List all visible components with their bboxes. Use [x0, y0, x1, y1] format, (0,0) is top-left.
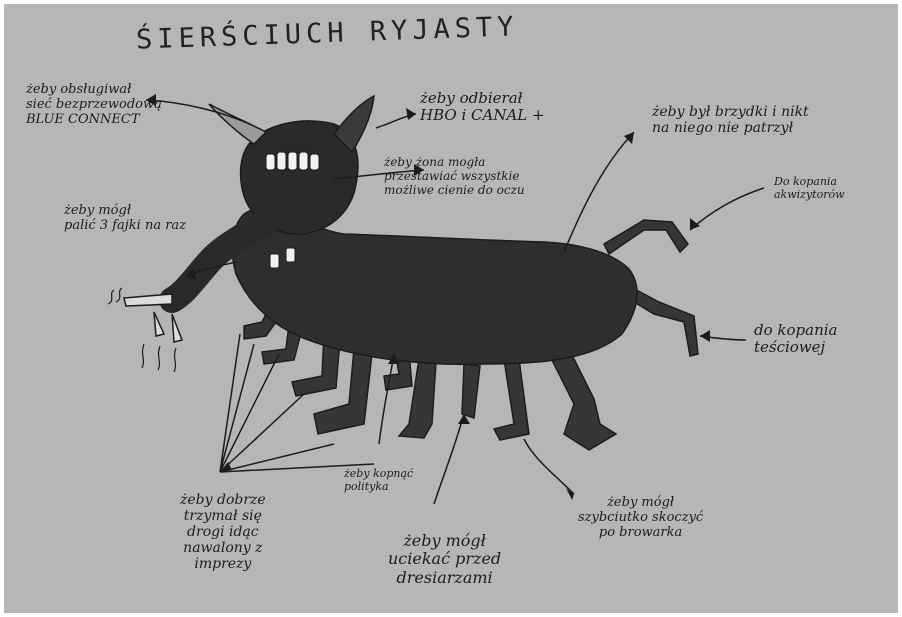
label-hold: żeby dobrze trzymał się drogi idąc nawal… — [180, 492, 266, 572]
label-wifi: żeby obsługiwał sieć bezprzewodową BLUE … — [26, 68, 162, 128]
label-kick-front: Do kopania akwizytorów — [774, 176, 845, 201]
label-kick-back: do kopania teściowej — [754, 322, 837, 357]
label-ugly: żeby był brzydki i nikt na niego nie pat… — [652, 104, 809, 136]
label-smoke: żeby mógł palić 3 fajki na raz — [64, 204, 186, 234]
label-run: żeby mógł uciekać przed dresiarzami — [388, 532, 501, 587]
left-horn — [209, 104, 266, 144]
label-kick-politician: żeby kopnąć polityka — [344, 468, 413, 493]
label-wife: żeby żona mogła przestawiać wszystkie mo… — [384, 156, 525, 197]
drawing-sheet: ŚIERŚCIUCH RYJASTY żeby obsługiwał sieć … — [4, 4, 898, 613]
label-hbo: żeby odbierał HBO i CANAL + — [420, 90, 545, 125]
label-grab: żeby mógł szybciutko skoczyć po browarka — [578, 496, 703, 541]
